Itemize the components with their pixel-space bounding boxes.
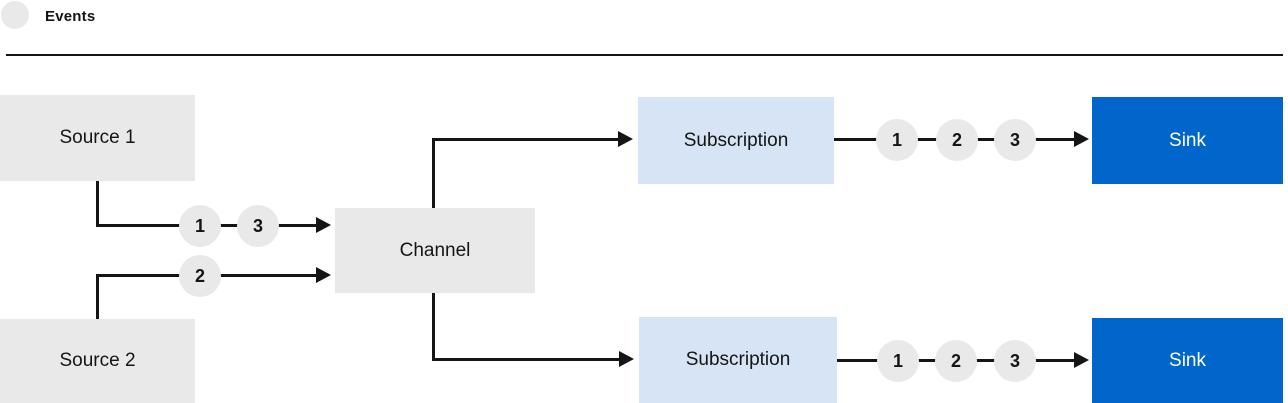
event-marker: 3	[994, 119, 1036, 161]
node-subscription-top-label: Subscription	[683, 129, 789, 151]
node-subscription-bottom: Subscription	[639, 317, 837, 403]
node-subscription-top: Subscription	[638, 97, 834, 184]
node-channel: Channel	[335, 208, 535, 293]
node-source-2: Source 2	[0, 319, 195, 403]
event-marker: 3	[994, 340, 1036, 382]
event-marker-label: 1	[892, 350, 903, 371]
event-marker-label: 2	[951, 129, 962, 150]
edge-channel-down	[432, 293, 435, 361]
node-sink-bottom: Sink	[1092, 318, 1283, 403]
event-marker: 1	[877, 340, 919, 382]
event-marker: 3	[237, 205, 279, 247]
legend-divider	[6, 54, 1283, 56]
node-sink-top-label: Sink	[1169, 129, 1206, 151]
event-marker-label: 3	[252, 215, 263, 236]
event-marker: 1	[876, 119, 918, 161]
event-marker: 2	[179, 255, 221, 297]
event-marker-label: 2	[194, 265, 205, 286]
edge-source1-down	[96, 181, 99, 226]
node-source-1-label: Source 1	[59, 127, 136, 148]
node-sink-bottom-label: Sink	[1169, 349, 1206, 371]
events-legend-label: Events	[45, 8, 96, 25]
arrowhead-subscription-top-to-sink	[1074, 131, 1089, 147]
edge-channel-to-subscription-top	[432, 138, 619, 141]
node-source-1: Source 1	[0, 95, 195, 181]
event-marker: 2	[936, 119, 978, 161]
event-marker: 1	[179, 205, 221, 247]
arrowhead-channel-to-subscription-bottom	[619, 351, 634, 367]
node-subscription-bottom-label: Subscription	[685, 349, 791, 370]
node-channel-label: Channel	[399, 239, 471, 261]
node-sink-top: Sink	[1092, 97, 1283, 184]
event-marker: 2	[935, 340, 977, 382]
arrowhead-subscription-bottom-to-sink	[1074, 352, 1089, 368]
event-marker-label: 1	[891, 129, 902, 150]
arrowhead-source2-to-channel	[316, 267, 331, 283]
edge-source2-up	[96, 277, 99, 319]
arrowhead-channel-to-subscription-top	[618, 131, 633, 147]
node-source-2-label: Source 2	[59, 350, 136, 371]
event-marker-label: 2	[950, 350, 961, 371]
event-marker-label: 3	[1009, 350, 1020, 371]
event-marker-label: 1	[194, 215, 205, 236]
events-legend-icon	[1, 1, 29, 29]
arrowhead-source1-to-channel	[316, 217, 331, 233]
edge-channel-up	[432, 139, 435, 208]
edge-channel-to-subscription-bottom	[432, 358, 620, 361]
event-marker-label: 3	[1009, 129, 1020, 150]
